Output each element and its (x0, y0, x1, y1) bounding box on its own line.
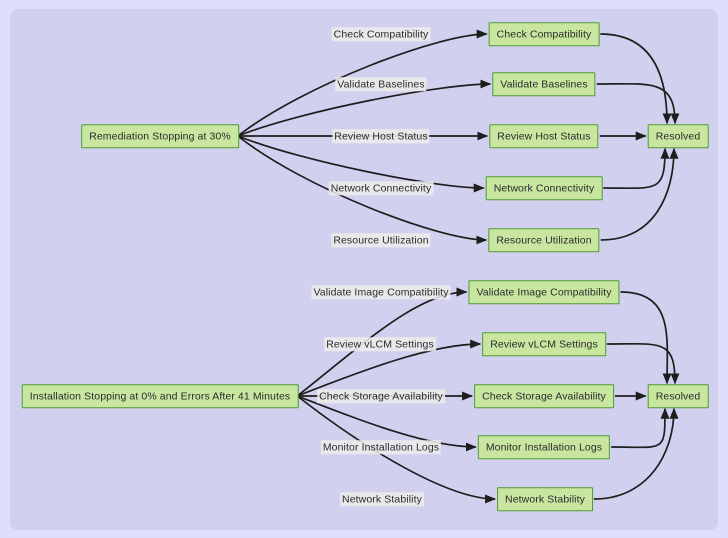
step-node: Check Storage Availability (474, 384, 614, 408)
edge-label: Resource Utilization (331, 233, 431, 247)
edge-label: Validate Image Compatibility (311, 285, 451, 299)
issue-node: Remediation Stopping at 30% (81, 124, 239, 148)
edge-label: Check Storage Availability (317, 389, 445, 403)
edge-label: Network Connectivity (328, 181, 434, 195)
step-node: Check Compatibility (488, 22, 600, 46)
step-node: Validate Image Compatibility (468, 280, 620, 304)
edge-label: Validate Baselines (335, 77, 427, 91)
resolved-node: Resolved (647, 124, 709, 148)
edge-label: Check Compatibility (331, 27, 431, 41)
step-node: Review Host Status (489, 124, 599, 148)
edge-label: Monitor Installation Logs (320, 440, 442, 454)
edge-label: Review Host Status (332, 129, 430, 143)
step-node: Resource Utilization (488, 228, 600, 252)
step-node: Review vLCM Settings (482, 332, 606, 356)
step-node: Network Stability (497, 487, 593, 511)
edge-label: Review vLCM Settings (324, 337, 436, 351)
issue-node: Installation Stopping at 0% and Errors A… (21, 384, 299, 408)
edge-label: Network Stability (340, 492, 424, 506)
step-node: Monitor Installation Logs (477, 435, 611, 459)
step-node: Validate Baselines (492, 72, 596, 96)
resolved-node: Resolved (647, 384, 709, 408)
step-node: Network Connectivity (485, 176, 603, 200)
